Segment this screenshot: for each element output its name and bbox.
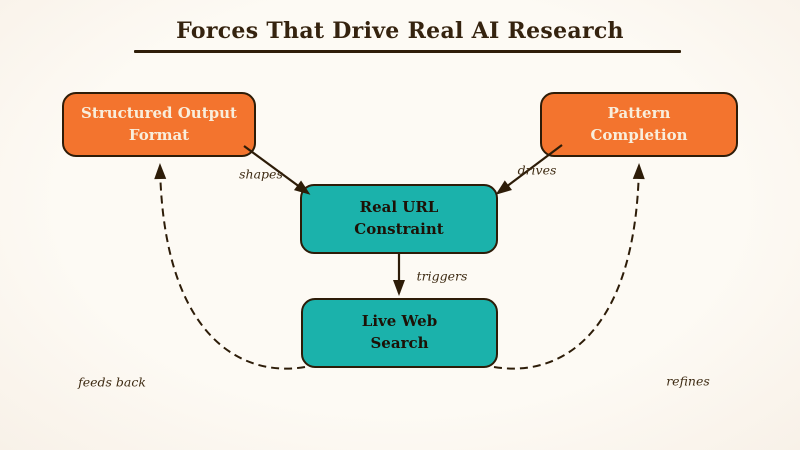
node-real-url-constraint-label: Real URL Constraint — [354, 198, 444, 238]
edge-label-shapes: shapes — [239, 166, 283, 182]
edge-label-feeds-back: feeds back — [78, 374, 146, 390]
diagram-title: Forces That Drive Real AI Research — [176, 18, 624, 44]
edge-label-refines: refines — [666, 373, 710, 389]
node-pattern-completion[interactable]: Pattern Completion — [540, 92, 738, 157]
node-live-web-search-label: Live Web Search — [361, 312, 438, 352]
node-live-web-search[interactable]: Live Web Search — [301, 298, 498, 368]
node-real-url-constraint[interactable]: Real URL Constraint — [300, 184, 498, 254]
title-underline — [134, 50, 681, 53]
edge-feeds-back-arrow — [154, 163, 306, 370]
edge-label-drives: drives — [517, 162, 557, 178]
edge-label-triggers: triggers — [416, 268, 468, 284]
node-pattern-completion-label: Pattern Completion — [590, 103, 688, 144]
node-structured-output-format-label: Structured Output Format — [81, 103, 237, 144]
edge-refines-arrow — [493, 163, 645, 370]
node-structured-output-format[interactable]: Structured Output Format — [62, 92, 256, 157]
